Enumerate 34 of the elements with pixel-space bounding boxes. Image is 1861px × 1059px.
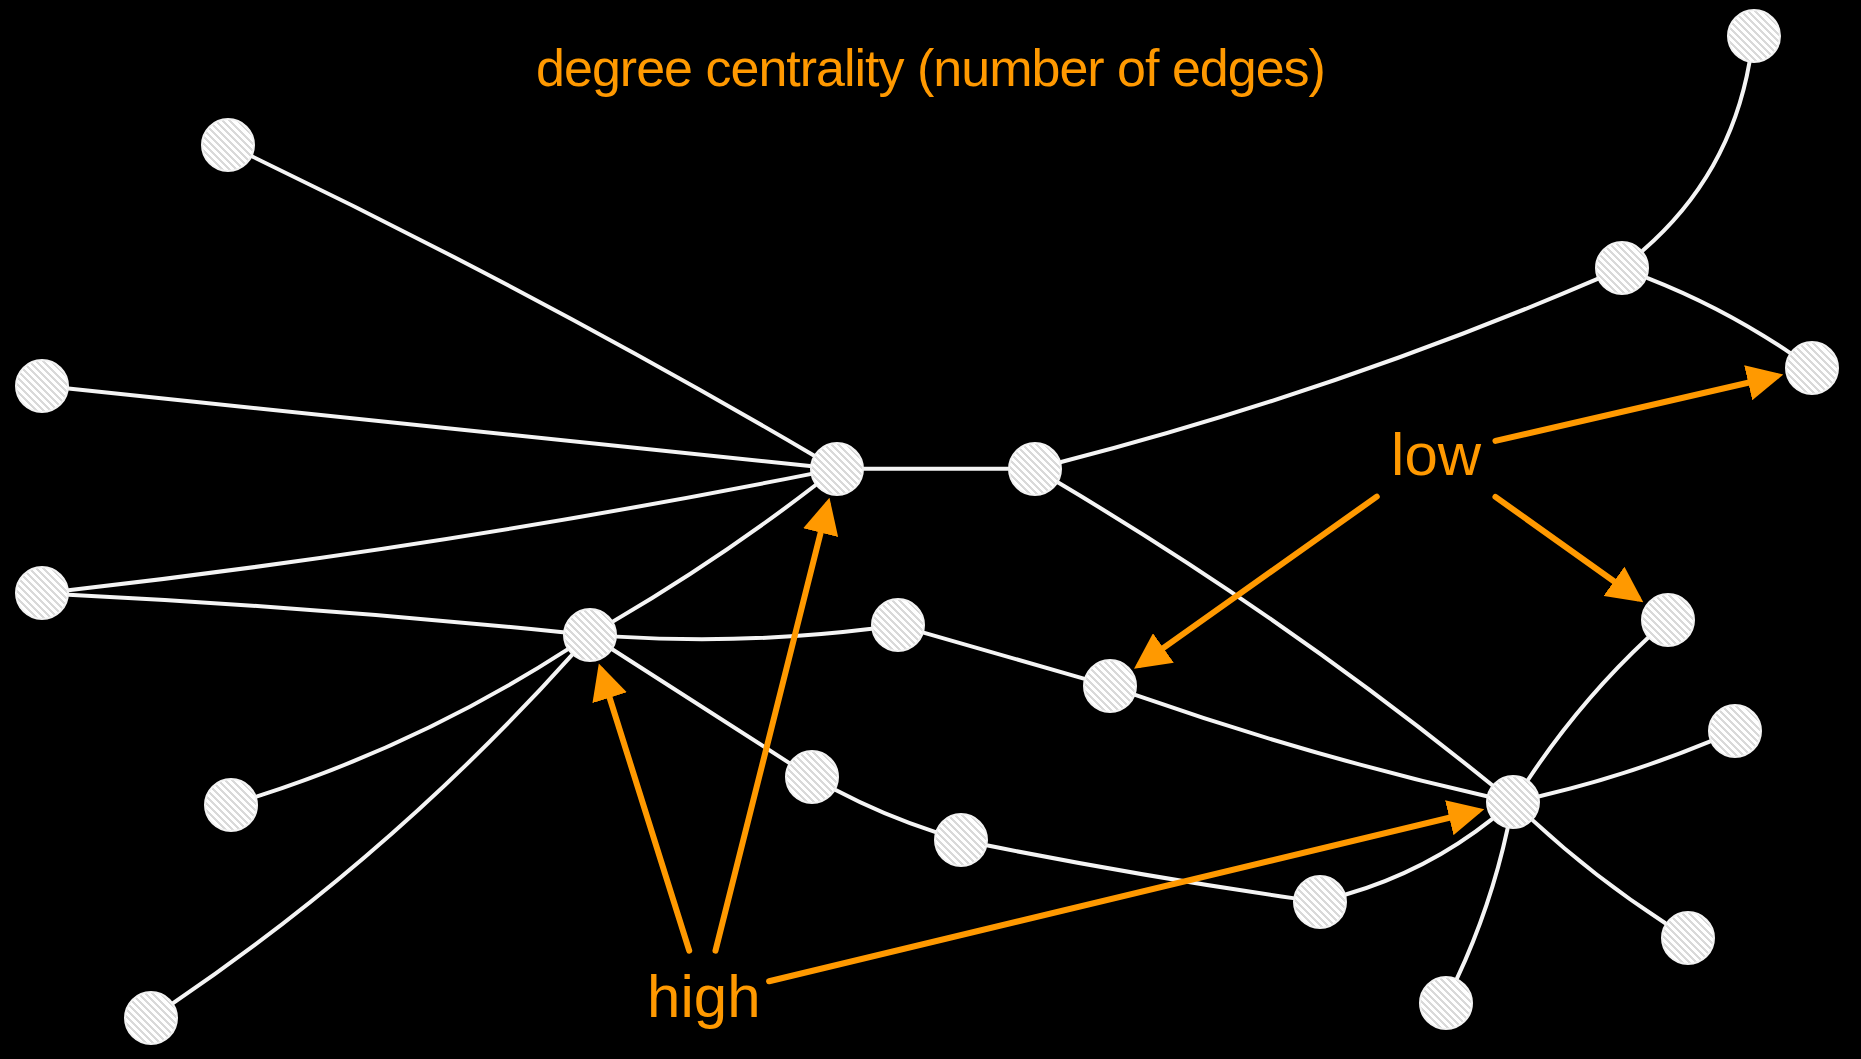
graph-edge xyxy=(1531,818,1668,925)
graph-edge xyxy=(1056,480,1495,788)
title: degree centrality (number of edges) xyxy=(536,38,1325,98)
graph-edge xyxy=(255,647,570,799)
graph-node xyxy=(1486,775,1541,830)
arrow xyxy=(766,800,1485,985)
graph-node xyxy=(562,607,617,662)
graph-node xyxy=(1418,975,1473,1030)
graph-edge xyxy=(1059,276,1600,465)
graph-node xyxy=(1660,910,1715,965)
graph-edge xyxy=(1455,826,1510,981)
arrow xyxy=(1492,365,1784,444)
graph-node xyxy=(1292,875,1347,929)
graph-node xyxy=(784,750,839,805)
graph-edge xyxy=(1526,635,1650,782)
graph-edge xyxy=(250,154,816,458)
graph-node xyxy=(1082,659,1137,713)
arrow xyxy=(592,663,693,954)
graph-edge xyxy=(171,653,574,1006)
graph-node xyxy=(1595,241,1650,296)
graph-node xyxy=(809,441,864,496)
graph-edge xyxy=(611,483,818,624)
graph-edge xyxy=(1133,692,1489,799)
callout-label: high xyxy=(647,966,761,1027)
graph-edge xyxy=(833,788,938,835)
arrow xyxy=(712,497,839,954)
graph-edge xyxy=(1640,60,1752,253)
callout-label: low xyxy=(1391,424,1482,485)
graph-edge xyxy=(922,630,1086,681)
graph-edge xyxy=(610,647,792,765)
arrow xyxy=(1492,493,1644,603)
graph-node xyxy=(1640,592,1695,647)
arrow xyxy=(1134,493,1380,669)
graph-edge xyxy=(1343,817,1495,897)
